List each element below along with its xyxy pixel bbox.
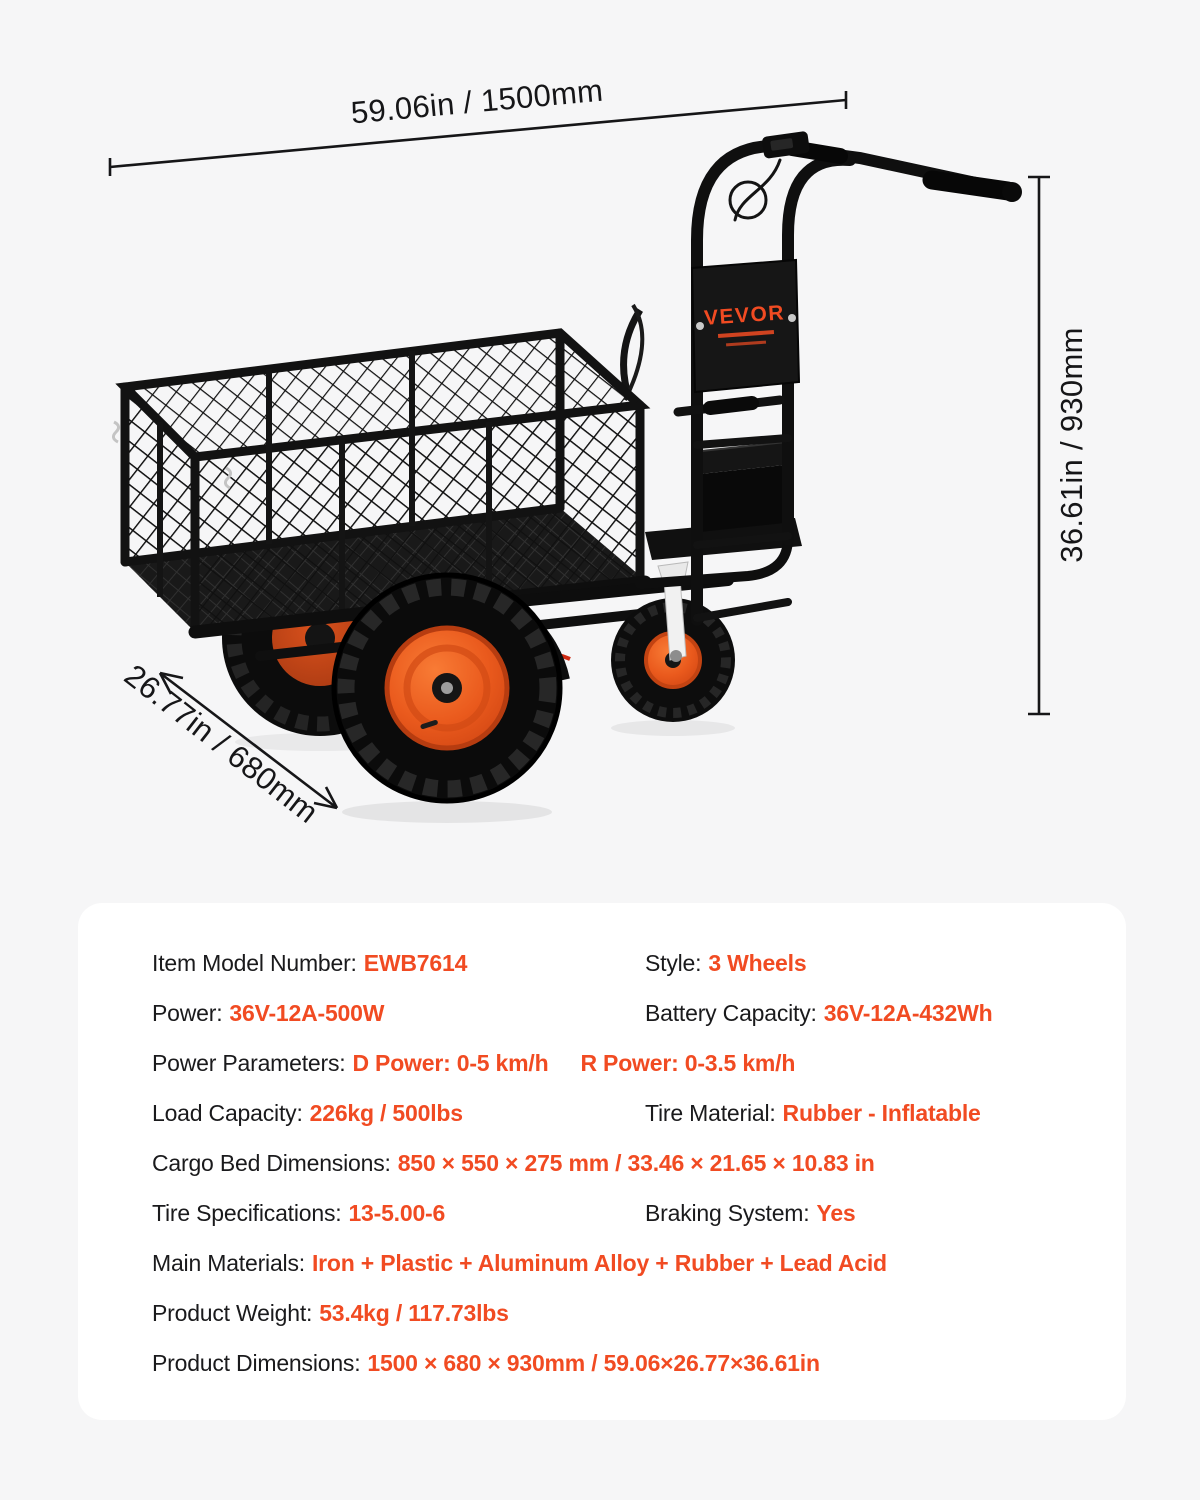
spec-row-power-parameters: Power Parameters:D Power: 0-5 km/h R Powe… — [78, 1038, 1126, 1088]
spec-value: 36V-12A-500W — [229, 1000, 385, 1026]
spec-value: 53.4kg / 117.73lbs — [319, 1300, 509, 1326]
spec-value: R Power: 0-3.5 km/h — [580, 1050, 796, 1076]
spec-label: Item Model Number: — [152, 950, 357, 976]
spec-value: Rubber - Inflatable — [782, 1100, 981, 1126]
spec-label: Battery Capacity: — [645, 1000, 817, 1026]
caster-wheel — [611, 561, 735, 722]
spec-label: Cargo Bed Dimensions: — [152, 1150, 391, 1176]
spec-value: 850 × 550 × 275 mm / 33.46 × 21.65 × 10.… — [397, 1150, 875, 1176]
spec-row-cargo-bed: Cargo Bed Dimensions:850 × 550 × 275 mm … — [78, 1138, 1126, 1188]
spec-label: Power Parameters: — [152, 1050, 346, 1076]
spec-row-load-tire: Load Capacity:226kg / 500lbs Tire Materi… — [78, 1088, 1126, 1138]
spec-label: Style: — [645, 950, 702, 976]
spec-value: Iron + Plastic + Aluminum Alloy + Rubber… — [311, 1250, 887, 1276]
spec-label: Main Materials: — [152, 1250, 305, 1276]
spec-value: 226kg / 500lbs — [309, 1100, 463, 1126]
spec-label: Product Weight: — [152, 1300, 313, 1326]
spec-label: Power: — [152, 1000, 223, 1026]
height-dimension-label: 36.61in / 930mm — [1054, 327, 1089, 562]
spec-label: Tire Material: — [645, 1100, 776, 1126]
spec-label: Braking System: — [645, 1200, 810, 1226]
spec-value: 1500 × 680 × 930mm / 59.06×26.77×36.61in — [367, 1350, 820, 1376]
spec-value: D Power: 0-5 km/h — [352, 1050, 549, 1076]
spec-label: Product Dimensions: — [152, 1350, 361, 1376]
product-photo-electric-wheelbarrow: VEVOR — [111, 131, 1022, 823]
spec-row-materials: Main Materials:Iron + Plastic + Aluminum… — [78, 1238, 1126, 1288]
spec-value: EWB7614 — [363, 950, 468, 976]
spec-row-tire-braking: Tire Specifications:13-5.00-6 Braking Sy… — [78, 1188, 1126, 1238]
brand-plate: VEVOR — [690, 258, 801, 394]
spec-row-weight: Product Weight:53.4kg / 117.73lbs — [78, 1288, 1126, 1338]
spec-row-model-style: Item Model Number:EWB7614 Style:3 Wheels — [78, 938, 1126, 988]
spec-row-power-battery: Power:36V-12A-500W Battery Capacity:36V-… — [78, 988, 1126, 1038]
spec-label: Tire Specifications: — [152, 1200, 342, 1226]
spec-value: 3 Wheels — [708, 950, 807, 976]
spec-value: 13-5.00-6 — [348, 1200, 446, 1226]
cargo-basket-mesh — [111, 303, 652, 639]
spec-panel: Item Model Number:EWB7614 Style:3 Wheels… — [78, 903, 1126, 1420]
spec-row-dimensions: Product Dimensions:1500 × 680 × 930mm / … — [78, 1338, 1126, 1388]
brand-logo-text: VEVOR — [703, 301, 785, 330]
brake-lever — [620, 308, 643, 396]
front-wheel — [331, 572, 563, 804]
spec-value: Yes — [816, 1200, 856, 1226]
spec-value: 36V-12A-432Wh — [823, 1000, 993, 1026]
spec-label: Load Capacity: — [152, 1100, 303, 1126]
